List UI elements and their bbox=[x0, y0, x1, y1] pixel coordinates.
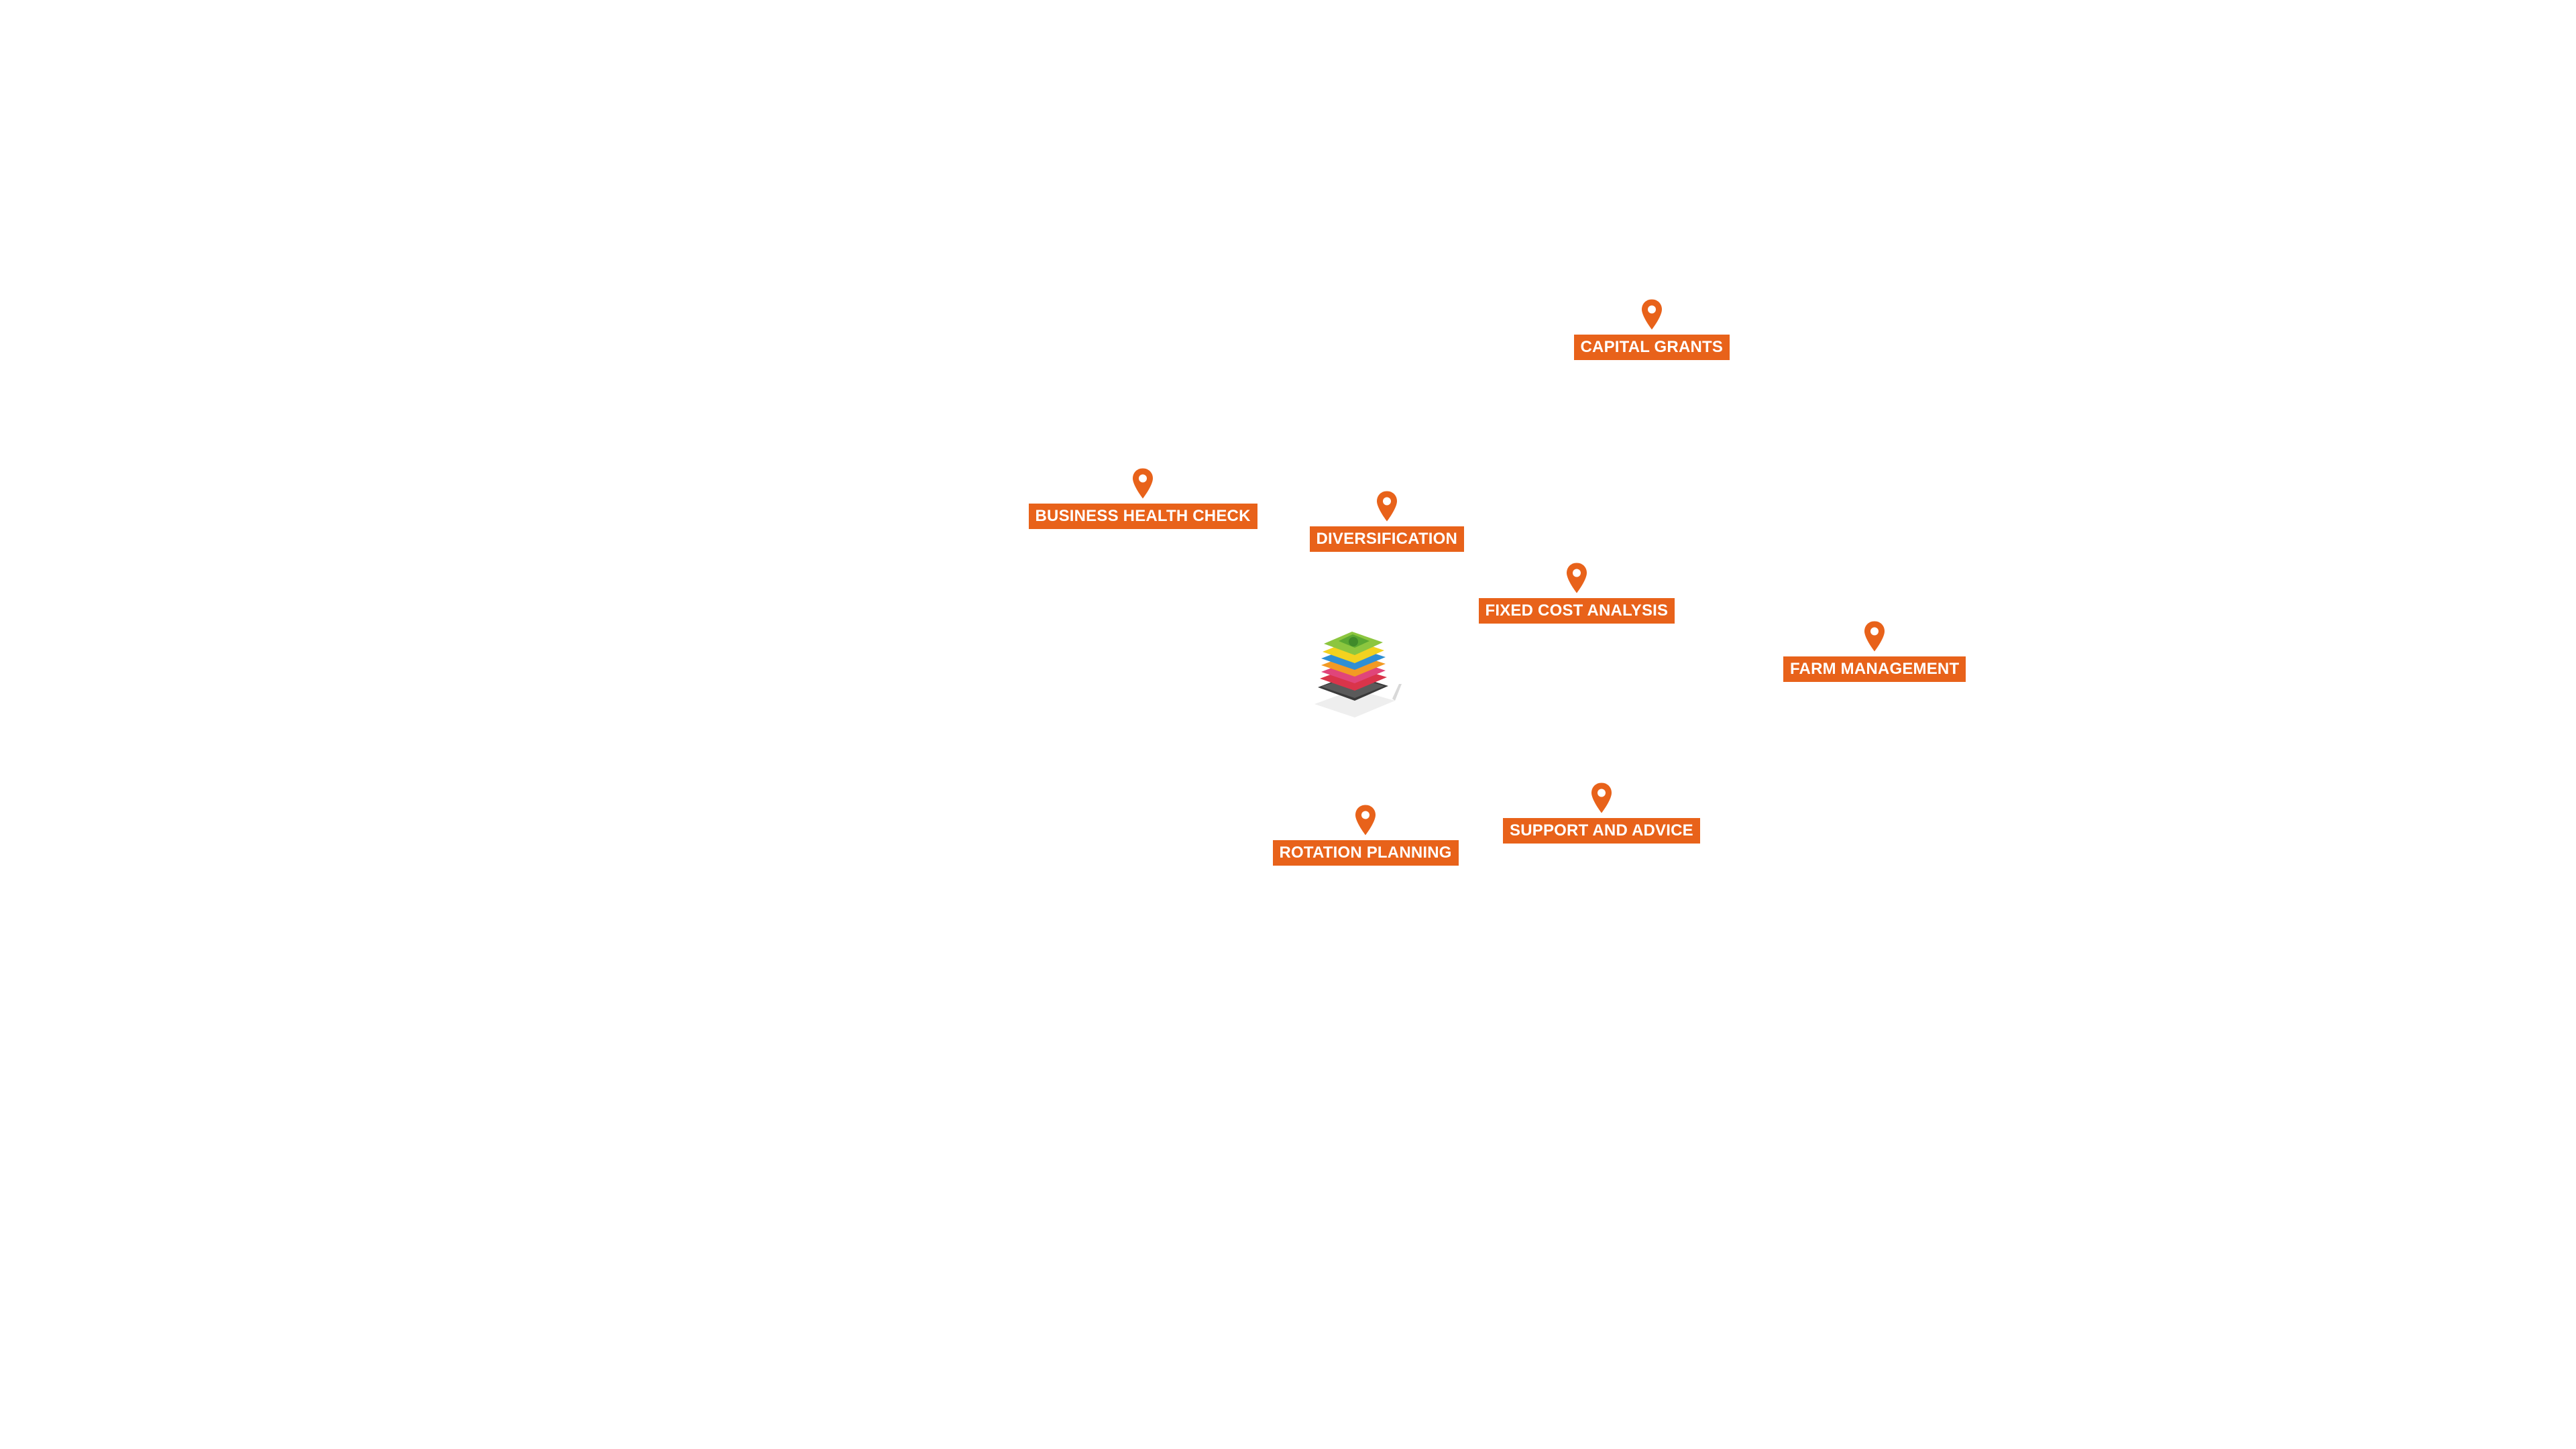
map-pin-icon bbox=[1376, 491, 1397, 522]
map-pin-icon bbox=[1133, 468, 1154, 499]
map-pin-icon bbox=[1355, 805, 1376, 835]
marker-business-health-check[interactable]: BUSINESS HEALTH CHECK bbox=[1028, 467, 1257, 529]
marker-label: DIVERSIFICATION bbox=[1309, 526, 1465, 552]
marker-capital-grants[interactable]: CAPITAL GRANTS bbox=[1573, 298, 1730, 360]
marker-support-and-advice[interactable]: SUPPORT AND ADVICE bbox=[1503, 782, 1700, 844]
marker-label: SUPPORT AND ADVICE bbox=[1503, 818, 1700, 844]
marker-label: FIXED COST ANALYSIS bbox=[1478, 598, 1675, 624]
map-pin-icon bbox=[1641, 299, 1662, 330]
map-pin-icon bbox=[1864, 621, 1885, 652]
map-pin-icon bbox=[1591, 783, 1612, 813]
marker-diversification[interactable]: DIVERSIFICATION bbox=[1309, 490, 1465, 552]
marker-farm-management[interactable]: FARM MANAGEMENT bbox=[1783, 620, 1966, 682]
marker-label: FARM MANAGEMENT bbox=[1783, 656, 1966, 682]
map-pin-icon bbox=[1566, 563, 1587, 593]
marker-label: BUSINESS HEALTH CHECK bbox=[1028, 504, 1257, 529]
marker-rotation-planning[interactable]: ROTATION PLANNING bbox=[1272, 804, 1459, 866]
marker-label: ROTATION PLANNING bbox=[1272, 840, 1459, 866]
marker-label: CAPITAL GRANTS bbox=[1573, 335, 1730, 360]
layered-stack-icon bbox=[1314, 632, 1402, 717]
marker-fixed-cost-analysis[interactable]: FIXED COST ANALYSIS bbox=[1478, 562, 1675, 624]
